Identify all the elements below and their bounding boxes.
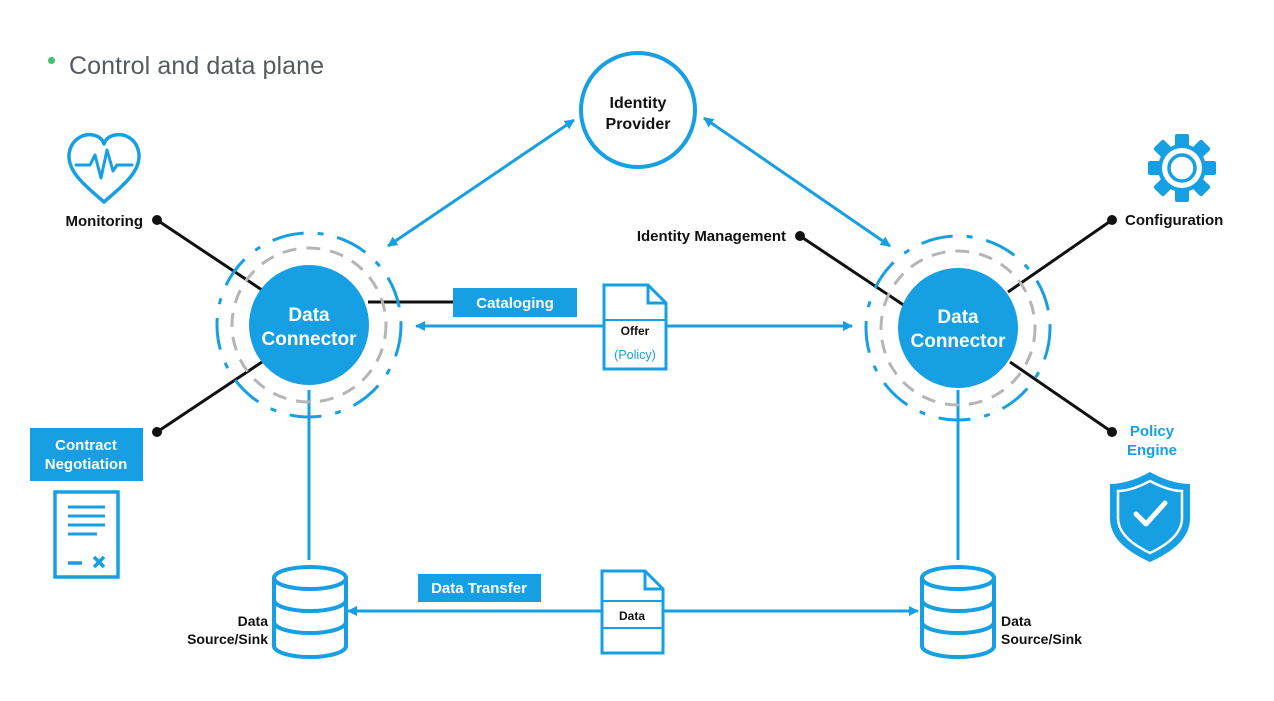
db-right-body [920,578,996,659]
identity-arrow-left [387,118,575,248]
db-right-top [920,565,996,591]
offer-document-title: Offer [621,324,650,338]
cataloging-badge [453,288,577,317]
db-left-top [272,565,348,591]
contract-dot [152,427,162,437]
connector-right-outer-ring [864,234,1052,422]
identity-provider-label-line2: Provider [606,116,671,133]
db-left-ring-1 [272,599,348,613]
shield-check-mark [1133,500,1168,527]
contract-negotiation-label-line2: Negotiation [45,456,128,473]
connector-left-outer-ring [215,231,403,419]
source-left-label-line2: Source/Sink [187,631,268,647]
database-icon [920,565,996,659]
configuration-label: Configuration [1125,212,1223,229]
data-transfer-badge [418,574,541,602]
identity-provider-label-line1: Identity [610,95,667,112]
db-left-body [272,578,348,659]
identity-management-dot [795,231,805,241]
gear-hub [1167,153,1197,183]
contract-line [156,360,263,434]
data-document-fold [643,571,663,591]
connector-left-label-line2: Connector [262,329,358,350]
bullet-text: Control and data plane [69,52,325,80]
connector-right-label-line1: Data [937,307,979,328]
monitoring-dot [152,215,162,225]
data-document-title: Data [619,609,645,623]
monitoring-label: Monitoring [66,213,143,230]
connector-left-inner-ring [230,246,388,404]
policy-engine-line [1009,360,1113,434]
cataloging-label: Cataloging [476,295,554,312]
policy-engine-label-line2: Engine [1127,442,1177,459]
connector-right-inner-ring [879,249,1037,407]
policy-engine-label-line1: Policy [1130,423,1175,440]
offer-document: Offer (Policy) [602,283,668,371]
db-left-ring-2 [272,621,348,635]
identity-arrow-right [703,116,891,248]
source-left-label-line1: Data [238,613,269,629]
pulse-line [74,148,134,180]
shield-check-icon [1110,472,1190,562]
data-document: Data [600,569,665,655]
heart-outline [67,132,141,204]
connector-right-core [898,268,1018,388]
contract-negotiation-badge [30,428,143,481]
contract-x-mark-b [92,555,106,569]
contract-document-icon [53,490,120,579]
identity-management-label: Identity Management [637,228,786,245]
db-right-ring-1 [920,599,996,613]
configuration-line [1007,218,1113,294]
data-connector-right: Data Connector [864,234,1052,422]
database-icon [272,565,348,659]
data-transfer-label: Data Transfer [431,580,527,597]
shield-inner-line [1116,479,1184,555]
connector-right-label-line2: Connector [911,331,1007,352]
connector-left-core [249,265,369,385]
source-right-label-line2: Source/Sink [1001,631,1082,647]
gear-icon [1148,134,1216,202]
identity-provider-node: Identity Provider [579,51,697,169]
policy-engine-dot [1107,427,1117,437]
offer-document-fold [646,285,666,305]
heart-pulse-icon [67,132,141,204]
db-right-ring-2 [920,621,996,635]
data-document-outline [600,569,665,655]
data-connector-left: Data Connector [215,231,403,419]
source-right-label-line1: Data [1001,613,1032,629]
contract-negotiation-label-line1: Contract [55,437,117,454]
monitoring-line [156,218,263,292]
identity-provider-circle [579,51,697,169]
offer-document-policy: (Policy) [614,348,656,362]
offer-document-outline [602,283,668,371]
bullet-dot [48,57,55,64]
configuration-dot [1107,215,1117,225]
connector-left-label-line1: Data [288,305,330,326]
bullet-point: Control and data plane [48,52,324,81]
